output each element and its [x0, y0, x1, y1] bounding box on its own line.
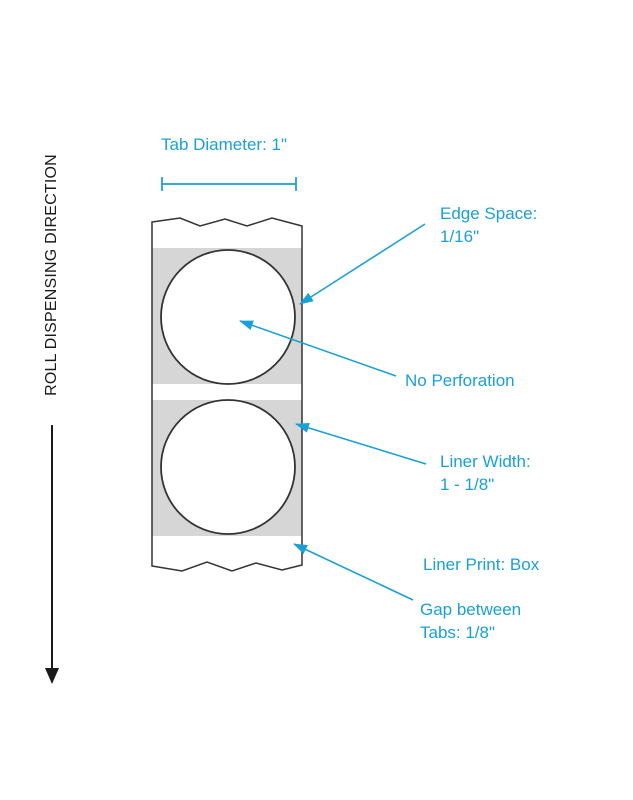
edge-space-label: Edge Space: 1/16" [440, 202, 537, 248]
tab-diameter-dimension [161, 177, 297, 191]
liner-width-arrow [295, 423, 427, 465]
liner-width-line-1: Liner Width: [440, 452, 531, 471]
gap-line-2: Tabs: 1/8" [420, 623, 496, 642]
no-perforation-arrow [239, 320, 397, 377]
tab-diameter-text: Tab Diameter: 1" [161, 135, 288, 154]
liner-width-label: Liner Width: 1 - 1/8" [440, 450, 531, 496]
tab-circle-bottom [160, 399, 296, 535]
edge-space-line-2: 1/16" [440, 227, 480, 246]
liner-strip-outline [151, 217, 303, 572]
tab-circle-top [160, 249, 296, 385]
roll-direction-arrow [45, 425, 59, 684]
liner-print-label: Liner Print: Box [423, 553, 539, 576]
gap-between-tabs-label: Gap between Tabs: 1/8" [420, 598, 521, 644]
gap-arrow [293, 543, 414, 601]
liner-width-line-2: 1 - 1/8" [440, 475, 495, 494]
no-perforation-text: No Perforation [405, 371, 515, 390]
no-perforation-label: No Perforation [405, 369, 515, 392]
edge-space-arrow [299, 223, 426, 305]
liner-print-text: Liner Print: Box [423, 555, 540, 574]
edge-space-line-1: Edge Space: [440, 204, 538, 223]
gap-line-1: Gap between [420, 600, 522, 619]
roll-direction-label: ROLL DISPENSING DIRECTION [43, 154, 60, 396]
tab-diameter-label: Tab Diameter: 1" [161, 133, 287, 156]
